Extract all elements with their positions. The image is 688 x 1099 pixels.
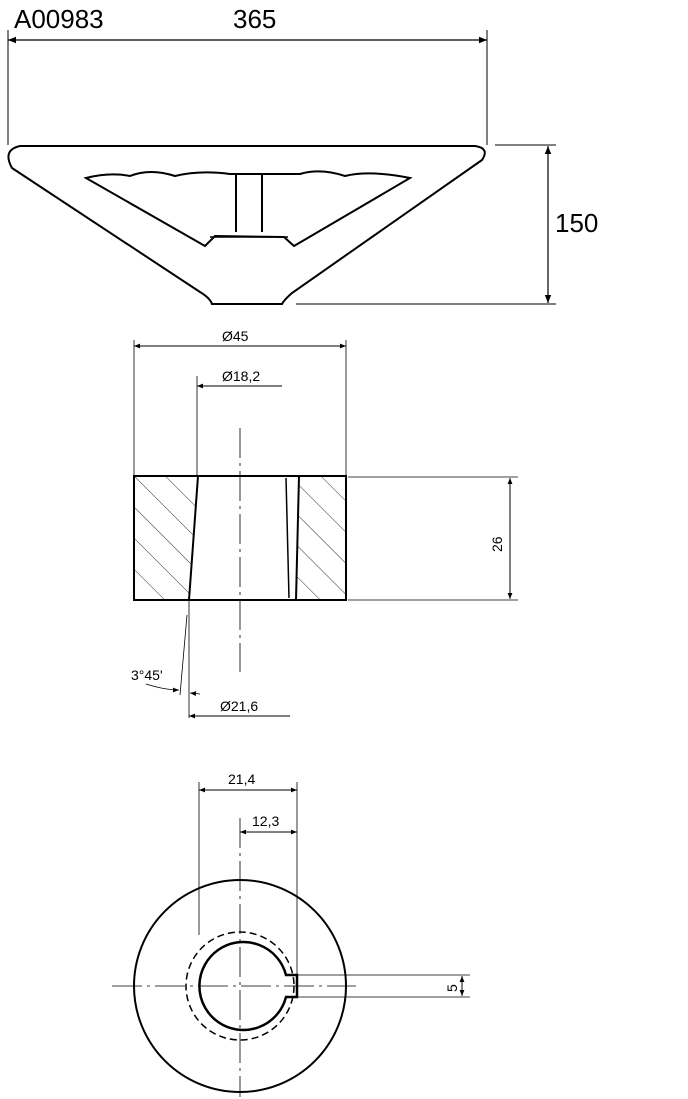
hub-section-left: [133, 475, 200, 601]
hub-section-view: Ø45 Ø18,2 26 3°45' Ø21,6: [131, 328, 518, 719]
hub-height-label: 26: [489, 536, 505, 552]
keyway-total-label: 21,4: [228, 771, 255, 787]
bore-top-diameter-label: Ø18,2: [222, 368, 260, 384]
handwheel-spoke-opening: [83, 170, 413, 248]
center-to-key-label: 12,3: [252, 813, 279, 829]
taper-angle-arc: [145, 683, 180, 693]
bore-bottom-diameter-label: Ø21,6: [220, 698, 258, 714]
taper-angle-label: 3°45': [131, 667, 163, 683]
handwheel-diameter-label: 365: [233, 4, 276, 34]
hub-bore-bottom-circle: [185, 931, 295, 1041]
drawing-code: A00983: [14, 4, 104, 34]
handwheel-height-label: 150: [555, 208, 598, 238]
hub-section-right: [294, 475, 347, 601]
hub-bore-keyway: [198, 940, 299, 1032]
hub-top-view: 21,4 12,3 5: [112, 771, 470, 1097]
key-width-label: 5: [444, 984, 460, 992]
handwheel-view: A00983 365 150: [7, 4, 598, 305]
handwheel-outline: [7, 145, 486, 305]
outer-diameter-label: Ø45: [222, 328, 249, 344]
hub-outer-circle: [133, 879, 347, 1093]
